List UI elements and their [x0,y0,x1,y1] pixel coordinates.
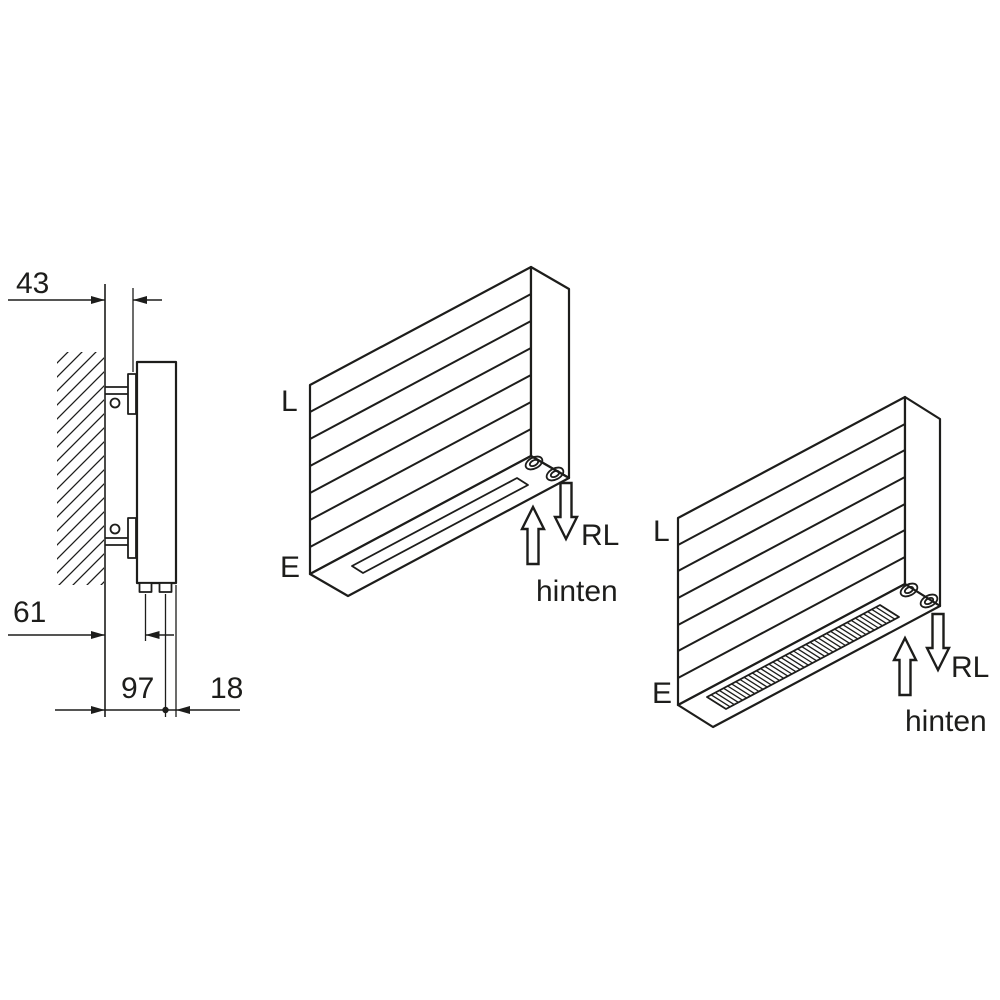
front-slats [309,293,532,548]
wall-hatch [57,352,104,585]
side-face [529,265,571,480]
pipe-connection-2 [919,593,939,609]
side-view: 43 61 97 18 [8,267,243,717]
pipe-stub-front [158,582,173,593]
flow-up-arrow [892,635,918,697]
dim-97-label: 97 [121,672,154,705]
label-e: E [280,551,300,584]
dim-43-label: 43 [16,267,49,300]
pipe-connection-1 [899,582,919,598]
label-rl: RL [951,651,989,684]
bottom-grille-fins [706,604,900,710]
chain-dot [162,706,169,714]
pipe-connection-1 [524,455,544,471]
radiator-iso-grille-bottom: L E RL hinten [652,395,989,738]
dim-18-label: 18 [210,672,243,705]
radiator-iso-flat-bottom: L E RL hinten [280,265,619,608]
pipe-connection-2 [545,466,565,482]
bottom-slot [351,477,529,574]
label-hinten: hinten [536,575,618,608]
label-hinten: hinten [905,705,987,738]
flow-down-arrow [553,481,579,542]
label-l: L [281,385,298,418]
dimension-97-18: 97 18 [55,672,243,714]
dimension-61: 61 [8,596,174,639]
label-l: L [653,515,670,548]
flow-up-arrow [520,504,546,566]
dim-61-label: 61 [13,596,46,629]
radiator-profile [135,360,178,585]
front-slats [677,423,906,679]
label-rl: RL [581,519,619,552]
side-face [903,395,942,608]
pipe-stub-rear [138,582,153,593]
dimension-43: 43 [8,267,162,304]
mounting-bracket-top [105,373,137,415]
label-e: E [652,677,672,710]
flow-down-arrow [925,612,951,673]
mounting-bracket-bottom [105,517,137,559]
